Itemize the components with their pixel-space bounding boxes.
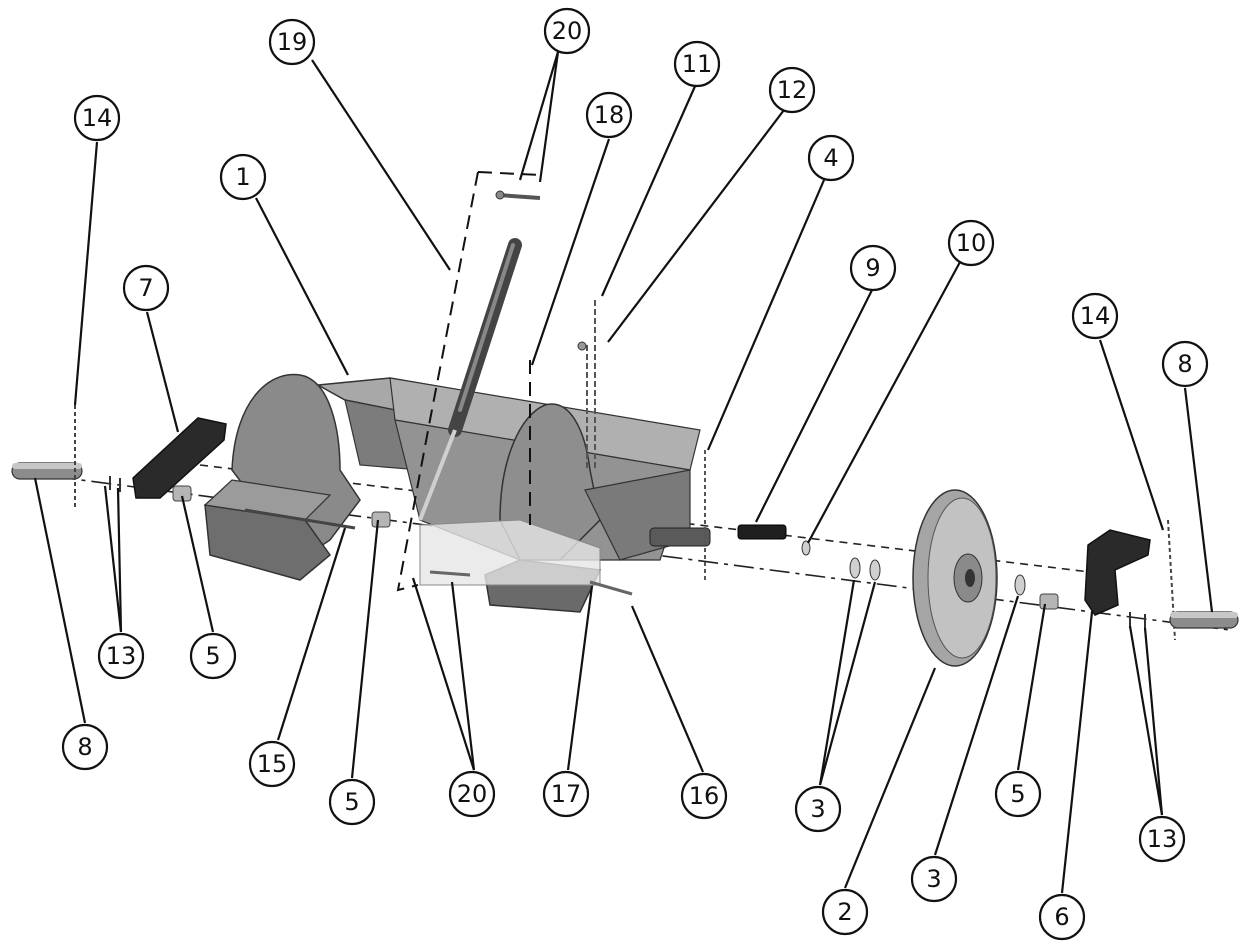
callout-9: 9 [849, 244, 897, 292]
clevis-pin-top [495, 190, 541, 200]
spacer-c [1014, 574, 1026, 596]
svg-text:5: 5 [1010, 780, 1025, 808]
svg-text:4: 4 [823, 144, 838, 172]
svg-text:14: 14 [1080, 302, 1111, 330]
svg-text:14: 14 [82, 104, 113, 132]
callout-13-left: 13 [97, 632, 145, 680]
svg-text:12: 12 [777, 76, 808, 104]
svg-text:6: 6 [1054, 903, 1069, 931]
svg-text:3: 3 [810, 795, 825, 823]
svg-text:5: 5 [344, 788, 359, 816]
main-axis-line [19, 471, 1231, 631]
callout-1: 1 [219, 153, 267, 201]
svg-text:17: 17 [551, 780, 582, 808]
leader-lines [33, 51, 1214, 894]
svg-text:16: 16 [689, 782, 720, 810]
bottom-pin-mid [429, 570, 471, 577]
callout-11: 11 [673, 40, 721, 88]
svg-text:20: 20 [457, 780, 488, 808]
callout-7: 7 [122, 264, 170, 312]
retaining-clip [737, 524, 787, 540]
axle-pin-center [244, 508, 356, 530]
callout-14-right: 14 [1071, 292, 1119, 340]
parts-layer [11, 171, 1239, 667]
callout-16: 16 [680, 772, 728, 820]
callout-20-top: 20 [543, 7, 591, 55]
bushing-right [1039, 593, 1059, 610]
svg-text:13: 13 [106, 642, 137, 670]
enclosure-dashed-outline [396, 171, 479, 592]
callout-13-right: 13 [1138, 815, 1186, 863]
callout-5-right: 5 [994, 770, 1042, 818]
clamp-block-left [132, 417, 227, 499]
bushing-left [172, 485, 192, 502]
callout-14-left: 14 [73, 94, 121, 142]
svg-text:19: 19 [277, 28, 308, 56]
svg-text:8: 8 [77, 733, 92, 761]
callout-4: 4 [807, 134, 855, 182]
callout-20-bottom: 20 [448, 770, 496, 818]
svg-text:20: 20 [552, 17, 583, 45]
clamp-block-right [1084, 529, 1151, 616]
svg-text:8: 8 [1177, 350, 1192, 378]
shaft [649, 450, 711, 580]
bottom-pin [589, 580, 633, 596]
callout-15: 15 [248, 740, 296, 788]
caster-wheel [912, 489, 998, 667]
svg-text:3: 3 [926, 865, 941, 893]
callout-5-mid: 5 [328, 778, 376, 826]
callout-3-left: 3 [794, 785, 842, 833]
callout-2: 2 [821, 888, 869, 936]
callout-5-left: 5 [189, 632, 237, 680]
gas-strut [418, 238, 522, 521]
callout-12: 12 [768, 66, 816, 114]
callout-8-right: 8 [1161, 340, 1209, 388]
pin-left [11, 462, 83, 480]
svg-text:15: 15 [257, 750, 288, 778]
callout-18: 18 [585, 91, 633, 139]
pin-right [1169, 611, 1239, 629]
callout-17: 17 [542, 770, 590, 818]
svg-text:18: 18 [594, 101, 625, 129]
svg-text:11: 11 [682, 50, 713, 78]
callout-19: 19 [268, 18, 316, 66]
callout-balloons: 19 20 11 18 12 14 4 1 10 9 7 [61, 7, 1209, 941]
svg-text:13: 13 [1147, 825, 1178, 853]
callout-8-left: 8 [61, 723, 109, 771]
svg-text:7: 7 [138, 274, 153, 302]
callout-10: 10 [947, 219, 995, 267]
spacer-a [849, 557, 861, 579]
svg-text:1: 1 [235, 163, 250, 191]
main-frame [203, 373, 701, 613]
enclosure-top-edge [477, 171, 541, 176]
svg-text:2: 2 [837, 898, 852, 926]
spacer-b [869, 559, 881, 581]
callout-6: 6 [1038, 893, 1086, 941]
bushing-mid [371, 511, 391, 528]
svg-text:9: 9 [865, 254, 880, 282]
bolt-head [577, 341, 587, 351]
svg-text:5: 5 [205, 642, 220, 670]
svg-text:10: 10 [956, 229, 987, 257]
callout-3-right: 3 [910, 855, 958, 903]
small-washer [801, 540, 811, 556]
